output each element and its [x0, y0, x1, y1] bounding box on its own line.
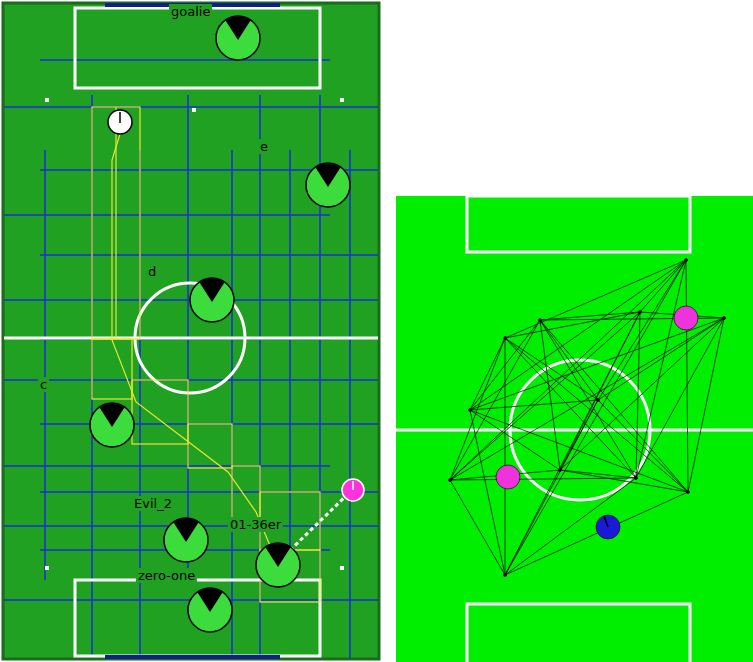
- robot-symbol: [186, 586, 234, 634]
- player-name: 01-36er: [228, 517, 283, 532]
- field-markings: [4, 8, 378, 656]
- player-robot: Evil_2: [162, 516, 210, 564]
- player-name: c: [38, 377, 49, 392]
- left-frame: [0, 0, 382, 662]
- planned-path: [92, 107, 320, 602]
- player-name: zero-one: [136, 568, 197, 583]
- robot-symbol: [214, 14, 262, 62]
- robot-symbol: [88, 401, 136, 449]
- right-field: [396, 196, 753, 662]
- player-name: d: [146, 264, 158, 279]
- robot-symbol: [254, 541, 302, 589]
- opponent-robot: [496, 465, 520, 489]
- player-robot: goalie: [214, 14, 262, 62]
- field-dots: [45, 98, 344, 570]
- player-name: Evil_2: [132, 496, 174, 511]
- own-robot: [596, 515, 620, 539]
- robot-symbol: [188, 276, 236, 324]
- left-field: [3, 3, 379, 659]
- opponent-robot: [674, 306, 698, 330]
- player-robot: e: [304, 161, 352, 209]
- player-robot: zero-one: [186, 586, 234, 634]
- robot-symbol: [304, 161, 352, 209]
- player-robot: d: [188, 276, 236, 324]
- player-name: e: [258, 139, 270, 154]
- right-markings: [396, 196, 753, 662]
- grid-lines: [4, 60, 378, 658]
- ball: [342, 479, 364, 501]
- player-robot: 01-36er: [254, 541, 302, 589]
- robot-symbol: [162, 516, 210, 564]
- player-name: goalie: [169, 4, 212, 19]
- ball-target: [108, 110, 132, 134]
- player-robot: c: [88, 401, 136, 449]
- visibility-graph: [449, 259, 726, 577]
